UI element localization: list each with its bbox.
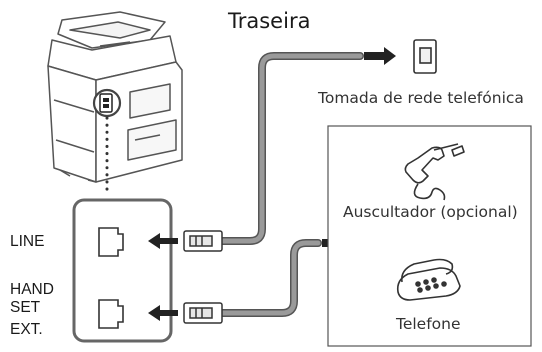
port-label-line: LINE: [10, 233, 45, 250]
arrow-icon-ext: [148, 305, 178, 321]
rj11-plug-icon-ext: [183, 302, 223, 324]
ext-port-icon: [98, 299, 124, 329]
wall-jack-label: Tomada de rede telefónica: [318, 89, 524, 107]
wall-jack-icon: [413, 39, 437, 74]
line-port-icon: [98, 227, 124, 257]
cable-line: [218, 52, 364, 245]
port-callout-icon: [99, 93, 113, 113]
rj11-plug-icon-line: [183, 230, 223, 252]
handset-label: Auscultador (opcional): [343, 203, 518, 221]
port-label-set: SET: [10, 299, 41, 316]
arrow-icon-wall: [364, 47, 396, 65]
telephone-icon: [396, 258, 461, 301]
cable-ext: [218, 239, 322, 317]
diagram-title: Traseira: [228, 9, 311, 33]
handset-icon: [404, 143, 465, 201]
arrow-icon-line: [148, 233, 178, 249]
telephone-label: Telefone: [396, 315, 461, 333]
printer-icon: [47, 11, 183, 183]
port-label-hand: HAND: [10, 281, 54, 298]
port-label-ext: EXT.: [10, 321, 43, 338]
